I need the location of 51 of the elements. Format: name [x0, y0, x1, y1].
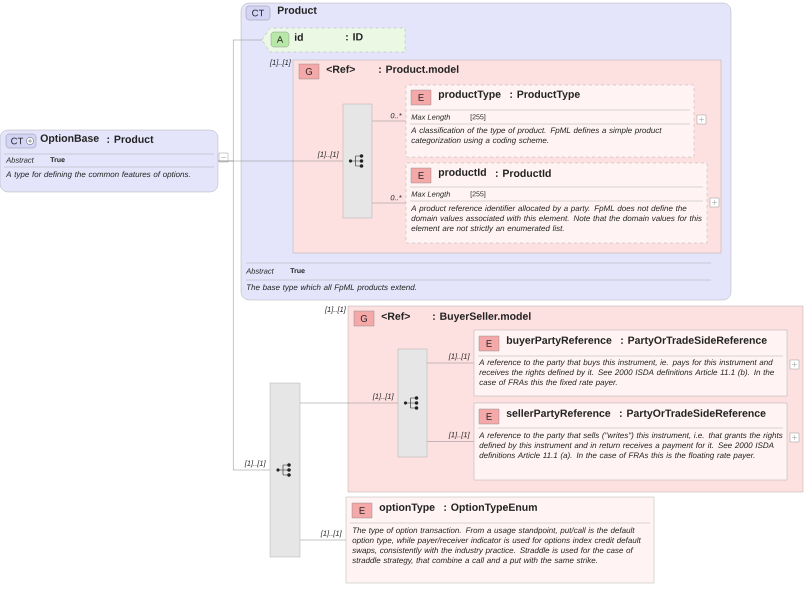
element-name: id: [294, 33, 303, 41]
element-name: productId: [438, 168, 486, 178]
type-badge: E: [478, 408, 500, 424]
description-text: The base type which all FpML products extend.: [246, 284, 416, 292]
connector-line: [426, 362, 474, 364]
element-name: <Ref>: [326, 65, 355, 73]
connector-line: [426, 441, 474, 442]
type-name: : PartyOrTradeSideReference: [621, 336, 767, 346]
connector-line: [300, 402, 398, 404]
type-badge: E: [410, 90, 432, 106]
element-name: Product: [278, 6, 317, 14]
description-text: A type for defining the common features of options.: [6, 171, 190, 179]
element-name: buyerPartyReference: [506, 336, 612, 346]
type-name: : ID: [346, 33, 363, 40]
element-name: optionType: [380, 503, 435, 513]
element-box: [406, 162, 720, 244]
type-name: : OptionTypeEnum: [444, 503, 537, 513]
connector-line: [218, 160, 270, 470]
type-badge: G: [298, 64, 320, 80]
type-name: : Product.model: [379, 65, 458, 73]
type-name: : ProductType: [510, 90, 580, 100]
element-box: [474, 330, 800, 396]
type-badge: A: [270, 32, 290, 48]
description-text: A classification of the type of product. FpML defines a simple product categorization using a coding scheme.: [410, 127, 662, 145]
type-name: : PartyOrTradeSideReference: [620, 409, 766, 419]
type-badge: CT: [246, 6, 270, 20]
element-name: sellerPartyReference: [506, 409, 610, 419]
type-name: : Product: [108, 135, 154, 143]
type-badge: E: [478, 336, 500, 352]
element-box: [346, 496, 654, 584]
sequence-compositor: [342, 104, 372, 218]
type-badge: E: [410, 168, 432, 184]
type-badge: G: [354, 310, 374, 326]
element-name: <Ref>: [382, 312, 410, 320]
sequence-compositor: [270, 382, 300, 558]
sequence-compositor: [398, 348, 428, 458]
description-text: A reference to the party that buys this instrument, ie. pays for this instrument and receives the rights defined by it. See 2000 ISDA definitions Article 11.1 (b). In the case of FRAs this the fixed rate payer.: [478, 359, 774, 387]
element-box: [406, 84, 706, 158]
attribute-box: [262, 28, 406, 52]
complex-type-box: [0, 130, 228, 192]
element-box: [474, 402, 800, 480]
type-name: : ProductId: [496, 169, 551, 177]
description-text: A reference to the party that sells ("writes") this instrument, i.e. that grants the rights defined by this instrument and in return receives a payment for it. See 2000 ISDA definitions Article 11.1 (a). In the case of FRAs this is the floating rate payer.: [478, 432, 783, 460]
element-name: OptionBase: [40, 134, 99, 144]
element-name: productType: [438, 90, 501, 100]
connector-line: [372, 120, 406, 122]
description-text: The type of option transaction. From a usage standpoint, put/call is the default option type, while payer/receiver indicator is used for options index credit default swaps, consistently with the industry practice. Straddle is used for the case of straddle strategy, that combine a call and a put with the same strike.: [352, 527, 642, 565]
type-name: : BuyerSeller.model: [433, 312, 530, 322]
type-badge: E: [352, 502, 372, 518]
connector-line: [372, 202, 406, 204]
description-text: A product reference identifier allocated by a party. FpML does not define the domain values associated with this element. Note that the domain values for this element are not strictly an enumerated list.: [410, 205, 702, 233]
